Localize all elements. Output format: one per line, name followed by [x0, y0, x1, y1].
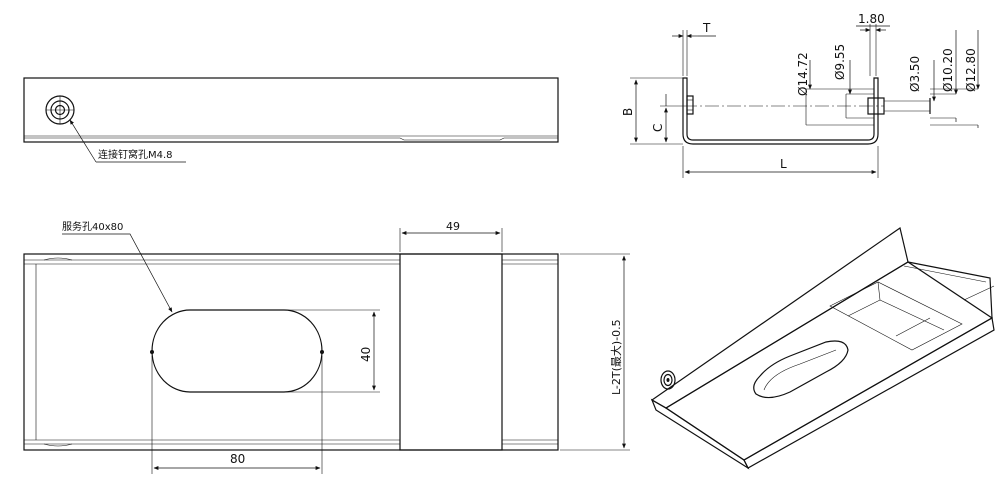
service-slot: [151, 309, 323, 393]
dia-10-20-label: Ø10.20: [941, 48, 955, 92]
dim-height-label: L-2T(最大)-0.5: [609, 319, 623, 395]
screw-hole-label: 连接钉窝孔M4.8: [98, 148, 173, 161]
dia-3-50-label: Ø3.50: [908, 56, 922, 92]
dia-14-72-label: Ø14.72: [796, 52, 810, 96]
iso-service-slot: [753, 340, 849, 399]
dim-t-label: T: [702, 21, 711, 35]
dim-b-label: B: [621, 108, 635, 116]
side-view: 连接钉窝孔M4.8: [23, 77, 559, 163]
dim-40-label: 40: [359, 347, 373, 362]
dim-49-label: 49: [446, 220, 460, 233]
dia-12-80-label: Ø12.80: [964, 48, 978, 92]
service-hole-label: 服务孔40x80: [62, 220, 123, 233]
top-view: 服务孔40x80 40 80 49 L-2T(最大)-0.5: [23, 220, 630, 474]
side-view-outline: [23, 77, 559, 143]
dim-1-80-label: 1.80: [858, 12, 885, 26]
dia-9-55-label: Ø9.55: [833, 44, 847, 80]
top-view-outline: [23, 253, 559, 451]
dim-l-label: L: [780, 157, 787, 171]
channel-profile: [682, 77, 879, 145]
iso-screw-icon: [660, 370, 676, 390]
dim-c-label: C: [651, 124, 665, 132]
isometric-view: [650, 227, 995, 470]
screw-hole-icon: [45, 95, 75, 125]
bracket-block: [399, 253, 503, 451]
dim-80-label: 80: [230, 452, 245, 466]
section-view: Ø14.72 Ø9.55 Ø3.50 Ø10.20 Ø12.80 T 1.80 …: [621, 12, 980, 178]
